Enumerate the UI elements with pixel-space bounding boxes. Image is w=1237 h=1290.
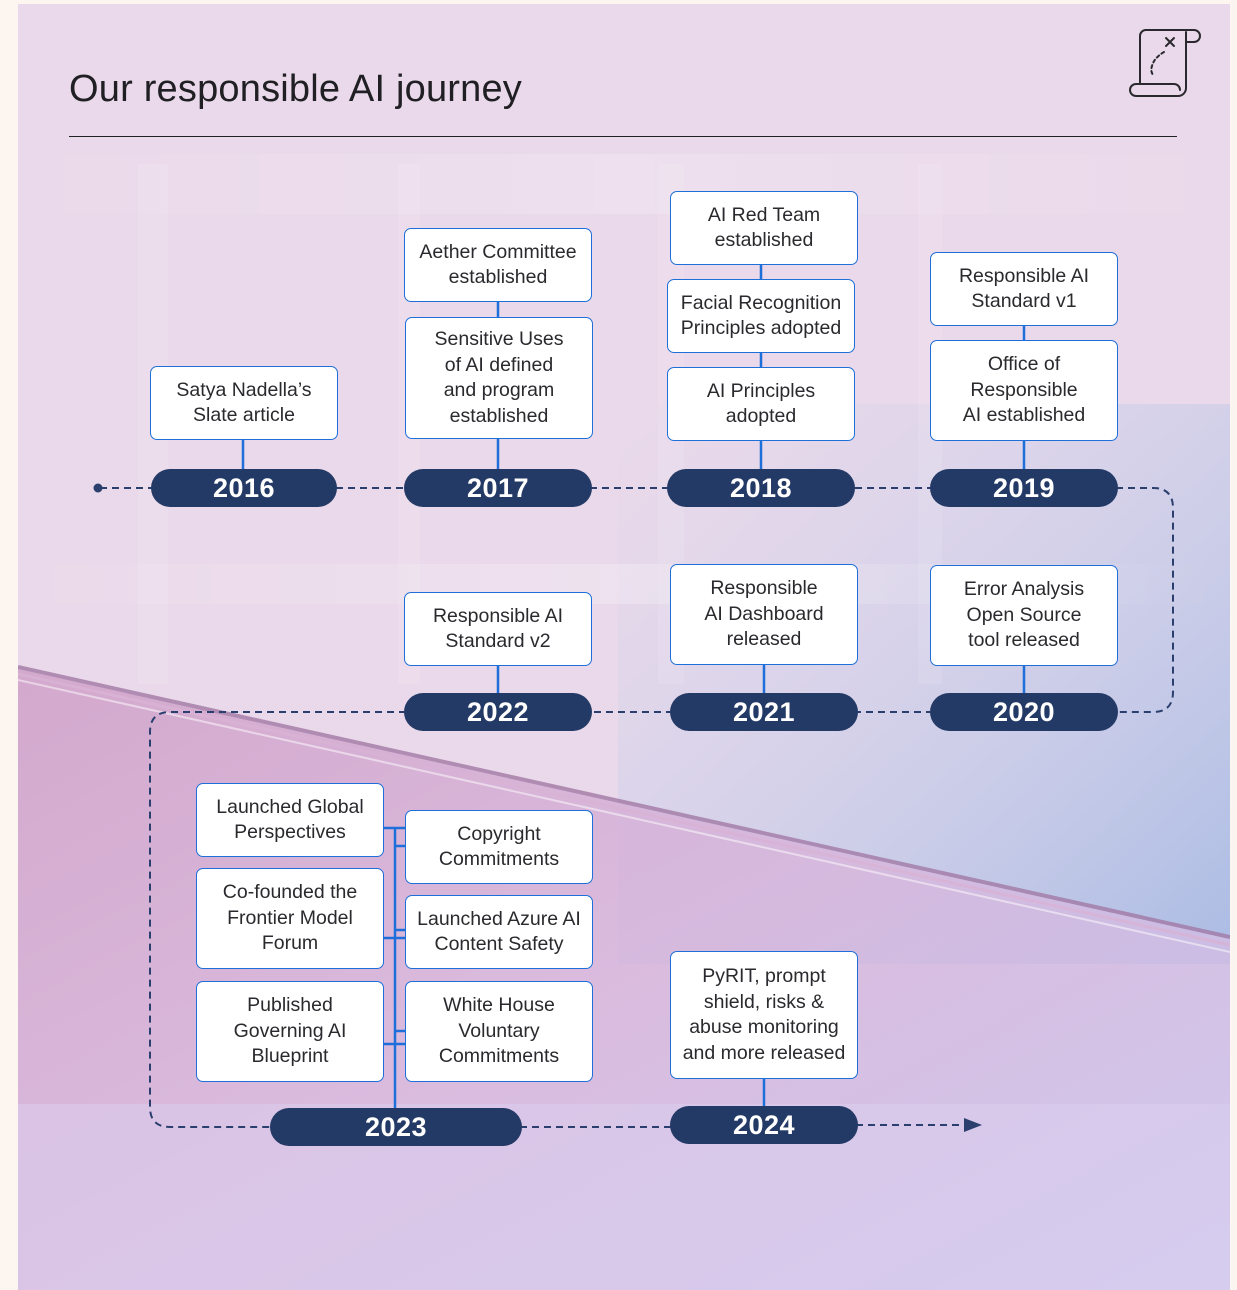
milestone-box: Aether Committee established — [404, 228, 592, 302]
milestone-box: Office of Responsible AI established — [930, 340, 1118, 441]
milestone-box: Launched Global Perspectives — [196, 783, 384, 857]
milestone-box: Facial Recognition Principles adopted — [667, 279, 855, 353]
year-pill-2024: 2024 — [670, 1106, 858, 1144]
milestone-box: AI Red Team established — [670, 191, 858, 265]
milestone-box: Launched Azure AI Content Safety — [405, 895, 593, 969]
year-pill-2022: 2022 — [404, 693, 592, 731]
milestone-box: Copyright Commitments — [405, 810, 593, 884]
year-pill-2017: 2017 — [404, 469, 592, 507]
milestone-box: Co-founded the Frontier Model Forum — [196, 868, 384, 969]
milestone-box: Published Governing AI Blueprint — [196, 981, 384, 1082]
scroll-map-icon — [1129, 29, 1201, 97]
milestone-box: Responsible AI Dashboard released — [670, 564, 858, 665]
milestone-box: Error Analysis Open Source tool released — [930, 565, 1118, 666]
page-title: Our responsible AI journey — [69, 68, 522, 110]
year-pill-2023: 2023 — [270, 1108, 522, 1146]
milestone-box: Satya Nadella’s Slate article — [150, 366, 338, 440]
milestone-box: Responsible AI Standard v1 — [930, 252, 1118, 326]
milestone-box: Sensitive Uses of AI defined and program… — [405, 317, 593, 439]
milestone-box: Responsible AI Standard v2 — [404, 592, 592, 666]
title-divider — [69, 136, 1177, 137]
year-pill-2020: 2020 — [930, 693, 1118, 731]
year-pill-2021: 2021 — [670, 693, 858, 731]
milestone-box: PyRIT, prompt shield, risks & abuse moni… — [670, 951, 858, 1079]
milestone-box: White House Voluntary Commitments — [405, 981, 593, 1082]
milestone-box: AI Principles adopted — [667, 367, 855, 441]
timeline-path — [93, 263, 1174, 1132]
year-pill-2019: 2019 — [930, 469, 1118, 507]
year-pill-2016: 2016 — [151, 469, 337, 507]
year-pill-2018: 2018 — [667, 469, 855, 507]
infographic-canvas: Our responsible AI journey — [18, 4, 1230, 1290]
